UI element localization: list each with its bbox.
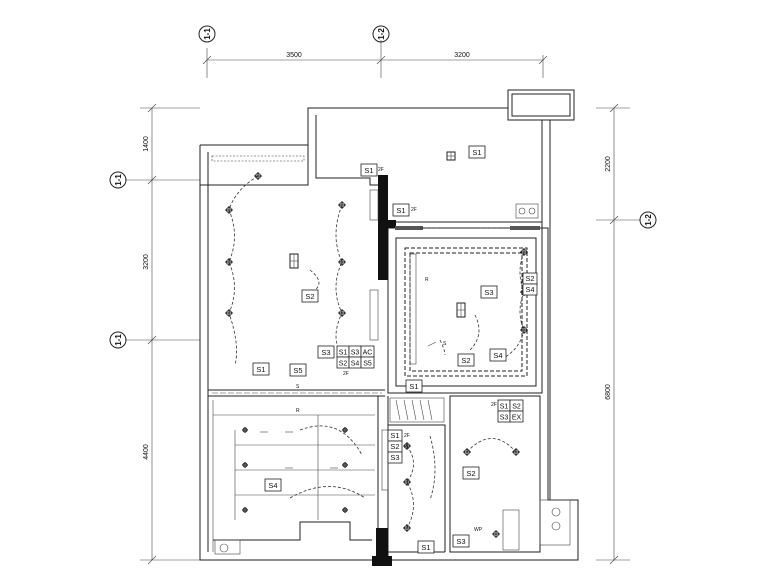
svg-text:S3: S3: [456, 537, 465, 546]
svg-text:1-1: 1-1: [114, 334, 123, 346]
walls: [199, 89, 579, 561]
svg-text:2F: 2F: [378, 167, 384, 173]
svg-text:1-2: 1-2: [644, 214, 653, 226]
dim-top-right: 3200: [454, 52, 470, 59]
svg-text:S1: S1: [409, 382, 418, 391]
tag-s1-top: S1: [360, 163, 378, 177]
tag-s2-hall: S2: [387, 440, 403, 453]
svg-text:S2: S2: [466, 469, 475, 478]
svg-text:1-1: 1-1: [114, 174, 123, 186]
tag-s2-bed: S2: [457, 353, 475, 367]
axis-bubble-left-2: 1-1: [109, 331, 127, 349]
svg-text:R: R: [425, 277, 429, 283]
svg-text:S3: S3: [390, 453, 399, 462]
panel-a-5: S5: [363, 361, 372, 368]
panel-b-2: S3: [500, 415, 509, 422]
tag-s2-bath: S2: [462, 466, 480, 480]
panel-a-2: AC: [363, 350, 373, 357]
svg-text:S2: S2: [390, 442, 399, 451]
svg-text:R: R: [296, 408, 300, 414]
tag-s1-bed-low: S1: [405, 379, 423, 393]
svg-text:1-1: 1-1: [203, 28, 212, 40]
panel-a-0: S1: [339, 350, 348, 357]
svg-text:S1: S1: [390, 431, 399, 440]
svg-text:2F: 2F: [491, 402, 497, 408]
svg-text:S4: S4: [493, 351, 502, 360]
panel-a-4: S4: [351, 361, 360, 368]
tag-s4-bed-low: S4: [489, 348, 507, 362]
axis-bubble-top-mid: 1-2: [372, 25, 390, 43]
dim-right-2: 6800: [605, 384, 612, 400]
light-fixtures: [225, 151, 528, 538]
switch-panel-b: S1 S2 S3 EX: [497, 399, 524, 423]
svg-text:S2: S2: [461, 356, 470, 365]
tag-s1-hall-low: S1: [417, 540, 435, 554]
axis-bubble-right: 1-2: [639, 211, 657, 229]
tag-s2-bed-right: S2: [522, 272, 538, 285]
dim-left-1: 1400: [143, 136, 150, 152]
dim-right-1: 2200: [605, 156, 612, 172]
tag-s1-hall: S1: [387, 429, 403, 442]
tag-s4-bed-right: S4: [522, 283, 538, 296]
dim-top-left: 3500: [286, 52, 302, 59]
dim-left-2: 3200: [143, 254, 150, 270]
panel-b-0: S1: [500, 404, 509, 411]
tag-s1-living-low: S1: [252, 362, 270, 376]
tag-s4-dining: S4: [264, 478, 282, 492]
left-dimension: 1400 3200 4400: [125, 103, 200, 565]
tag-s2-living: S2: [301, 289, 319, 303]
annotations: 2F 2F 2F 2F 2F 2F R S R S WP: [296, 167, 497, 533]
svg-text:S2: S2: [305, 292, 314, 301]
tag-s3-living: S3: [317, 345, 335, 359]
axis-bubble-top-left: 1-1: [198, 25, 216, 43]
svg-text:S5: S5: [293, 366, 302, 375]
svg-text:S3: S3: [484, 288, 493, 297]
wiring-runs: [228, 175, 525, 529]
tag-s5-living: S5: [289, 363, 307, 377]
panel-b-1: S2: [512, 404, 521, 411]
svg-text:2F: 2F: [404, 433, 410, 439]
svg-text:S4: S4: [525, 285, 534, 294]
tag-s3-bed: S3: [480, 285, 498, 299]
switch-tags: S1 S1 S1 S2 S3 S1 S5 S3: [252, 145, 538, 554]
svg-text:S1: S1: [256, 365, 265, 374]
svg-text:S: S: [296, 384, 300, 390]
svg-text:S4: S4: [268, 481, 277, 490]
svg-text:2F: 2F: [411, 207, 417, 213]
top-dimension: 3500 3200: [202, 40, 548, 78]
svg-text:1-2: 1-2: [377, 28, 386, 40]
svg-text:WP: WP: [474, 527, 483, 533]
panel-a-3: S2: [339, 361, 348, 368]
switch-panel-a: S1 S3 AC S2 S4 S5: [336, 345, 375, 369]
right-dimension: 2200 6800: [596, 103, 640, 565]
svg-text:2F: 2F: [404, 444, 410, 450]
svg-text:S: S: [443, 341, 447, 347]
tag-s3-hall: S3: [387, 451, 403, 464]
svg-text:S1: S1: [421, 543, 430, 552]
svg-text:S3: S3: [321, 348, 330, 357]
dim-left-3: 4400: [143, 444, 150, 460]
svg-text:S1: S1: [364, 166, 373, 175]
tag-s1-balcony: S1: [468, 145, 486, 159]
svg-text:S2: S2: [525, 274, 534, 283]
panel-b-3: EX: [512, 415, 522, 422]
tag-s1-mid: S1: [392, 203, 410, 217]
hatch-bands: [211, 155, 540, 394]
axis-bubble-left-1: 1-1: [109, 171, 127, 189]
panel-a-1: S3: [351, 350, 360, 357]
svg-text:S1: S1: [396, 206, 405, 215]
svg-text:2F: 2F: [343, 371, 349, 377]
structural-columns: [372, 175, 396, 566]
tag-s3-bath: S3: [452, 534, 470, 548]
svg-text:S1: S1: [472, 148, 481, 157]
